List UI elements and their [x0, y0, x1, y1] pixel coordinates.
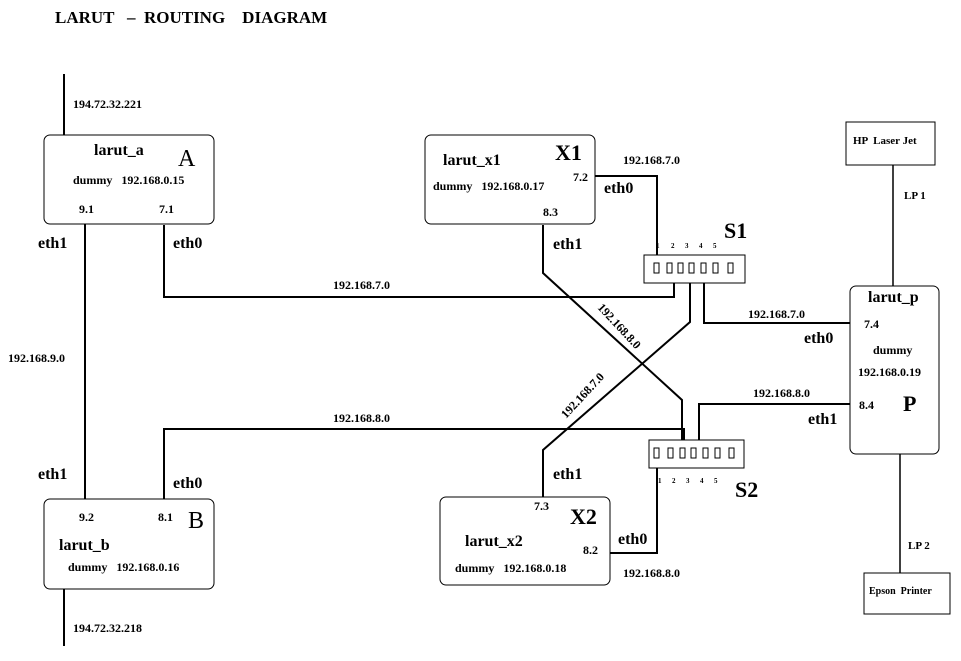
- dummy-label: dummy: [873, 343, 912, 357]
- switch-port: [688, 262, 695, 274]
- interface-7-3: 7.3: [534, 499, 549, 513]
- interface-9-1: 9.1: [79, 202, 94, 216]
- switch-port: [679, 447, 686, 459]
- host-name: larut_x2: [465, 533, 523, 550]
- host-name: larut_x1: [443, 152, 501, 169]
- interface-8-3: 8.3: [543, 205, 558, 219]
- uplink-ip-b: 194.72.32.218: [73, 621, 142, 635]
- cable-a-eth0-s1: [163, 225, 675, 298]
- network-label-diagonal: 192.168.7.0: [558, 370, 607, 421]
- switch-port: [727, 262, 734, 274]
- host-letter: X1: [555, 140, 582, 165]
- port-number: 1: [656, 242, 660, 250]
- switch-s1: S1 1 2 3 4 5: [643, 218, 747, 284]
- port-number: 2: [671, 242, 675, 250]
- switch-label: S1: [724, 218, 747, 243]
- eth0-label-p: eth0: [804, 330, 833, 347]
- host-larut-a: larut_a A dummy 192.168.0.15 9.1 7.1: [43, 134, 215, 225]
- cable-x1-eth1-s2: [542, 225, 683, 450]
- network-label: 192.168.7.0: [748, 307, 805, 321]
- uplink-ip-a: 194.72.32.221: [73, 97, 142, 111]
- eth1-label-x1: eth1: [553, 236, 582, 253]
- switch-port: [728, 447, 735, 459]
- cable-x1-eth0-s1: [595, 175, 658, 270]
- host-letter: X2: [570, 504, 597, 529]
- port-number: 5: [713, 242, 717, 250]
- switch-port: [714, 447, 721, 459]
- eth1-label-b: eth1: [38, 466, 67, 483]
- cable-x2-eth0-s2: [604, 466, 658, 554]
- port-number: 2: [672, 477, 676, 485]
- network-label: 192.168.8.0: [753, 386, 810, 400]
- host-name: larut_b: [59, 537, 110, 554]
- printer-port-lp2: LP 2: [908, 540, 930, 552]
- interface-7-2: 7.2: [573, 170, 588, 184]
- port-number: 3: [685, 242, 689, 250]
- network-label: 192.168.9.0: [8, 351, 65, 365]
- port-number: 4: [699, 242, 703, 250]
- printer-label: HP Laser Jet: [853, 135, 917, 147]
- host-larut-x2: 7.3 X2 larut_x2 8.2 dummy 192.168.0.18: [439, 496, 611, 586]
- network-label: 192.168.8.0: [333, 411, 390, 425]
- interface-8-2: 8.2: [583, 543, 598, 557]
- interface-7-4: 7.4: [864, 317, 879, 331]
- cable-b-eth0-s2: [163, 428, 685, 500]
- eth0-label-b: eth0: [173, 475, 202, 492]
- eth0-label-x1: eth0: [604, 180, 633, 197]
- interface-8-4: 8.4: [859, 398, 874, 412]
- diagram-title: LARUT – ROUTING DIAGRAM: [55, 8, 327, 27]
- switch-port: [690, 447, 697, 459]
- switch-port: [653, 447, 660, 459]
- switch-port: [712, 262, 719, 274]
- switch-port: [653, 262, 660, 274]
- switch-port: [700, 262, 707, 274]
- port-number: 1: [658, 477, 662, 485]
- network-label: 192.168.7.0: [333, 278, 390, 292]
- host-name: larut_p: [868, 289, 919, 306]
- interface-7-1: 7.1: [159, 202, 174, 216]
- host-larut-b: 9.2 8.1 B larut_b dummy 192.168.0.16: [43, 498, 215, 590]
- eth1-label-p: eth1: [808, 411, 837, 428]
- cable-s2-p-eth1: [698, 403, 850, 450]
- eth0-label-a: eth0: [173, 235, 202, 252]
- dummy-interface: dummy 192.168.0.17: [433, 179, 544, 193]
- host-larut-p: larut_p 7.4 dummy 192.168.0.19 P 8.4: [849, 285, 940, 455]
- switch-port: [677, 262, 684, 274]
- printer-epson: Epson Printer: [863, 572, 951, 615]
- switch-port: [702, 447, 709, 459]
- switch-port: [667, 447, 674, 459]
- interface-8-1: 8.1: [158, 510, 173, 524]
- printer-hp: HP Laser Jet: [845, 121, 936, 166]
- eth1-label-x2: eth1: [553, 466, 582, 483]
- port-number: 5: [714, 477, 718, 485]
- host-name: larut_a: [94, 142, 144, 159]
- switch-s2: 1 2 3 4 5 S2: [648, 439, 758, 502]
- network-label: 192.168.7.0: [623, 153, 680, 167]
- switch-port: [666, 262, 673, 274]
- dummy-ip: 192.168.0.19: [858, 365, 921, 379]
- host-letter: A: [178, 146, 196, 172]
- host-larut-x1: larut_x1 X1 7.2 dummy 192.168.0.17 8.3: [424, 134, 596, 225]
- eth1-label-a: eth1: [38, 235, 67, 252]
- cable-s1-p-eth0: [703, 280, 850, 324]
- dummy-interface: dummy 192.168.0.16: [68, 560, 179, 574]
- host-letter: P: [903, 391, 916, 416]
- dummy-interface: dummy 192.168.0.18: [455, 561, 566, 575]
- cable-x2-eth1-s1: [542, 270, 691, 497]
- printer-label: Epson Printer: [869, 586, 932, 597]
- printer-port-lp1: LP 1: [904, 190, 926, 202]
- port-number: 3: [686, 477, 690, 485]
- network-label: 192.168.8.0: [623, 566, 680, 580]
- eth0-label-x2: eth0: [618, 531, 647, 548]
- dummy-interface: dummy 192.168.0.15: [73, 173, 184, 187]
- interface-9-2: 9.2: [79, 510, 94, 524]
- host-letter: B: [188, 508, 204, 534]
- port-number: 4: [700, 477, 704, 485]
- switch-label: S2: [735, 477, 758, 502]
